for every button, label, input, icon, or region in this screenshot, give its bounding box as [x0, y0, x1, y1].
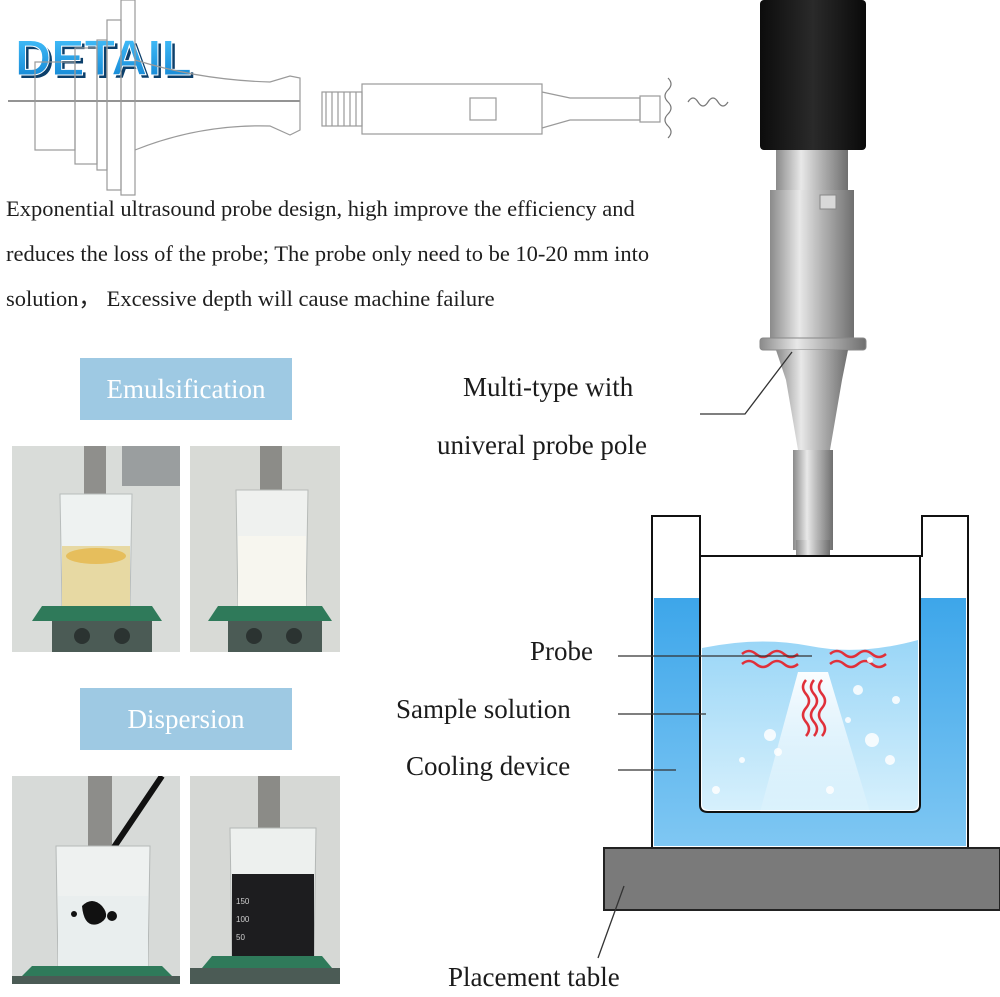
ultrasonic-waves: [741, 649, 887, 737]
description-line-3: solution， Excessive depth will cause mac…: [6, 286, 495, 311]
callout-multi-type-line1: Multi-type with: [463, 372, 634, 402]
callout-sample-solution: Sample solution: [396, 694, 571, 724]
placement-table: [603, 847, 1000, 911]
description-block: Exponential ultrasound probe design, hig…: [6, 186, 746, 321]
probe-line-drawing: [8, 0, 729, 196]
description-line-1: Exponential ultrasound probe design, hig…: [6, 196, 635, 221]
callout-cooling-device: Cooling device: [406, 751, 571, 781]
probe-horn: [776, 350, 848, 450]
description-line-2: reduces the loss of the probe; The probe…: [6, 241, 650, 266]
emulsification-photo-2: [190, 446, 340, 652]
beaker-mark-150: 150: [236, 897, 250, 906]
callout-placement-table: Placement table: [448, 962, 620, 992]
emulsification-label: Emulsification: [80, 358, 292, 420]
transducer-body: [770, 190, 854, 340]
dispersion-photo-2: 150 100 50: [190, 776, 340, 984]
transducer-cap: [760, 0, 866, 150]
dispersion-label: Dispersion: [80, 688, 292, 750]
detail-title-text: DETAIL: [15, 30, 192, 86]
emulsification-photo-1: [12, 446, 180, 652]
callout-multi-type-line2: univeral probe pole: [437, 430, 647, 460]
beaker-mark-100: 100: [236, 915, 250, 924]
beaker-mark-50: 50: [236, 933, 245, 942]
dispersion-photo-1: [12, 776, 180, 984]
callout-probe: Probe: [530, 636, 593, 666]
